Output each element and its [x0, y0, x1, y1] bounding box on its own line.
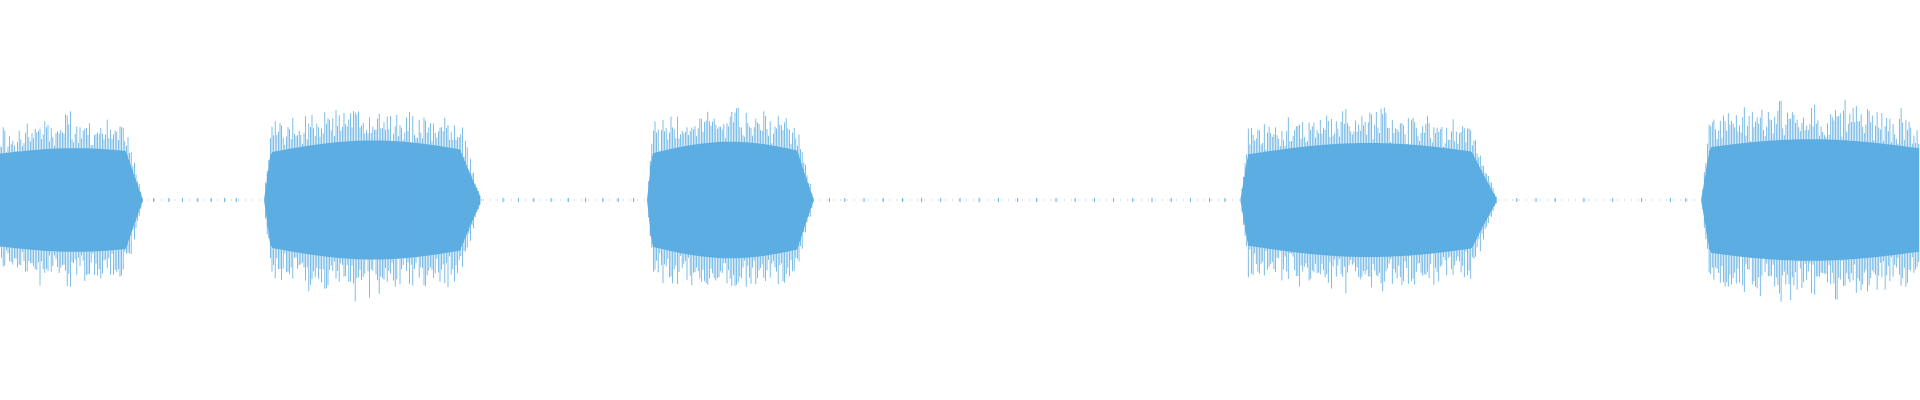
waveform-samples: [0, 99, 1920, 302]
waveform-burst-body: [0, 148, 142, 252]
waveform-burst: [647, 107, 814, 287]
waveform-burst: [1240, 107, 1497, 294]
waveform-burst: [1701, 99, 1920, 302]
waveform-burst: [264, 110, 483, 302]
waveform-burst: [0, 111, 143, 287]
